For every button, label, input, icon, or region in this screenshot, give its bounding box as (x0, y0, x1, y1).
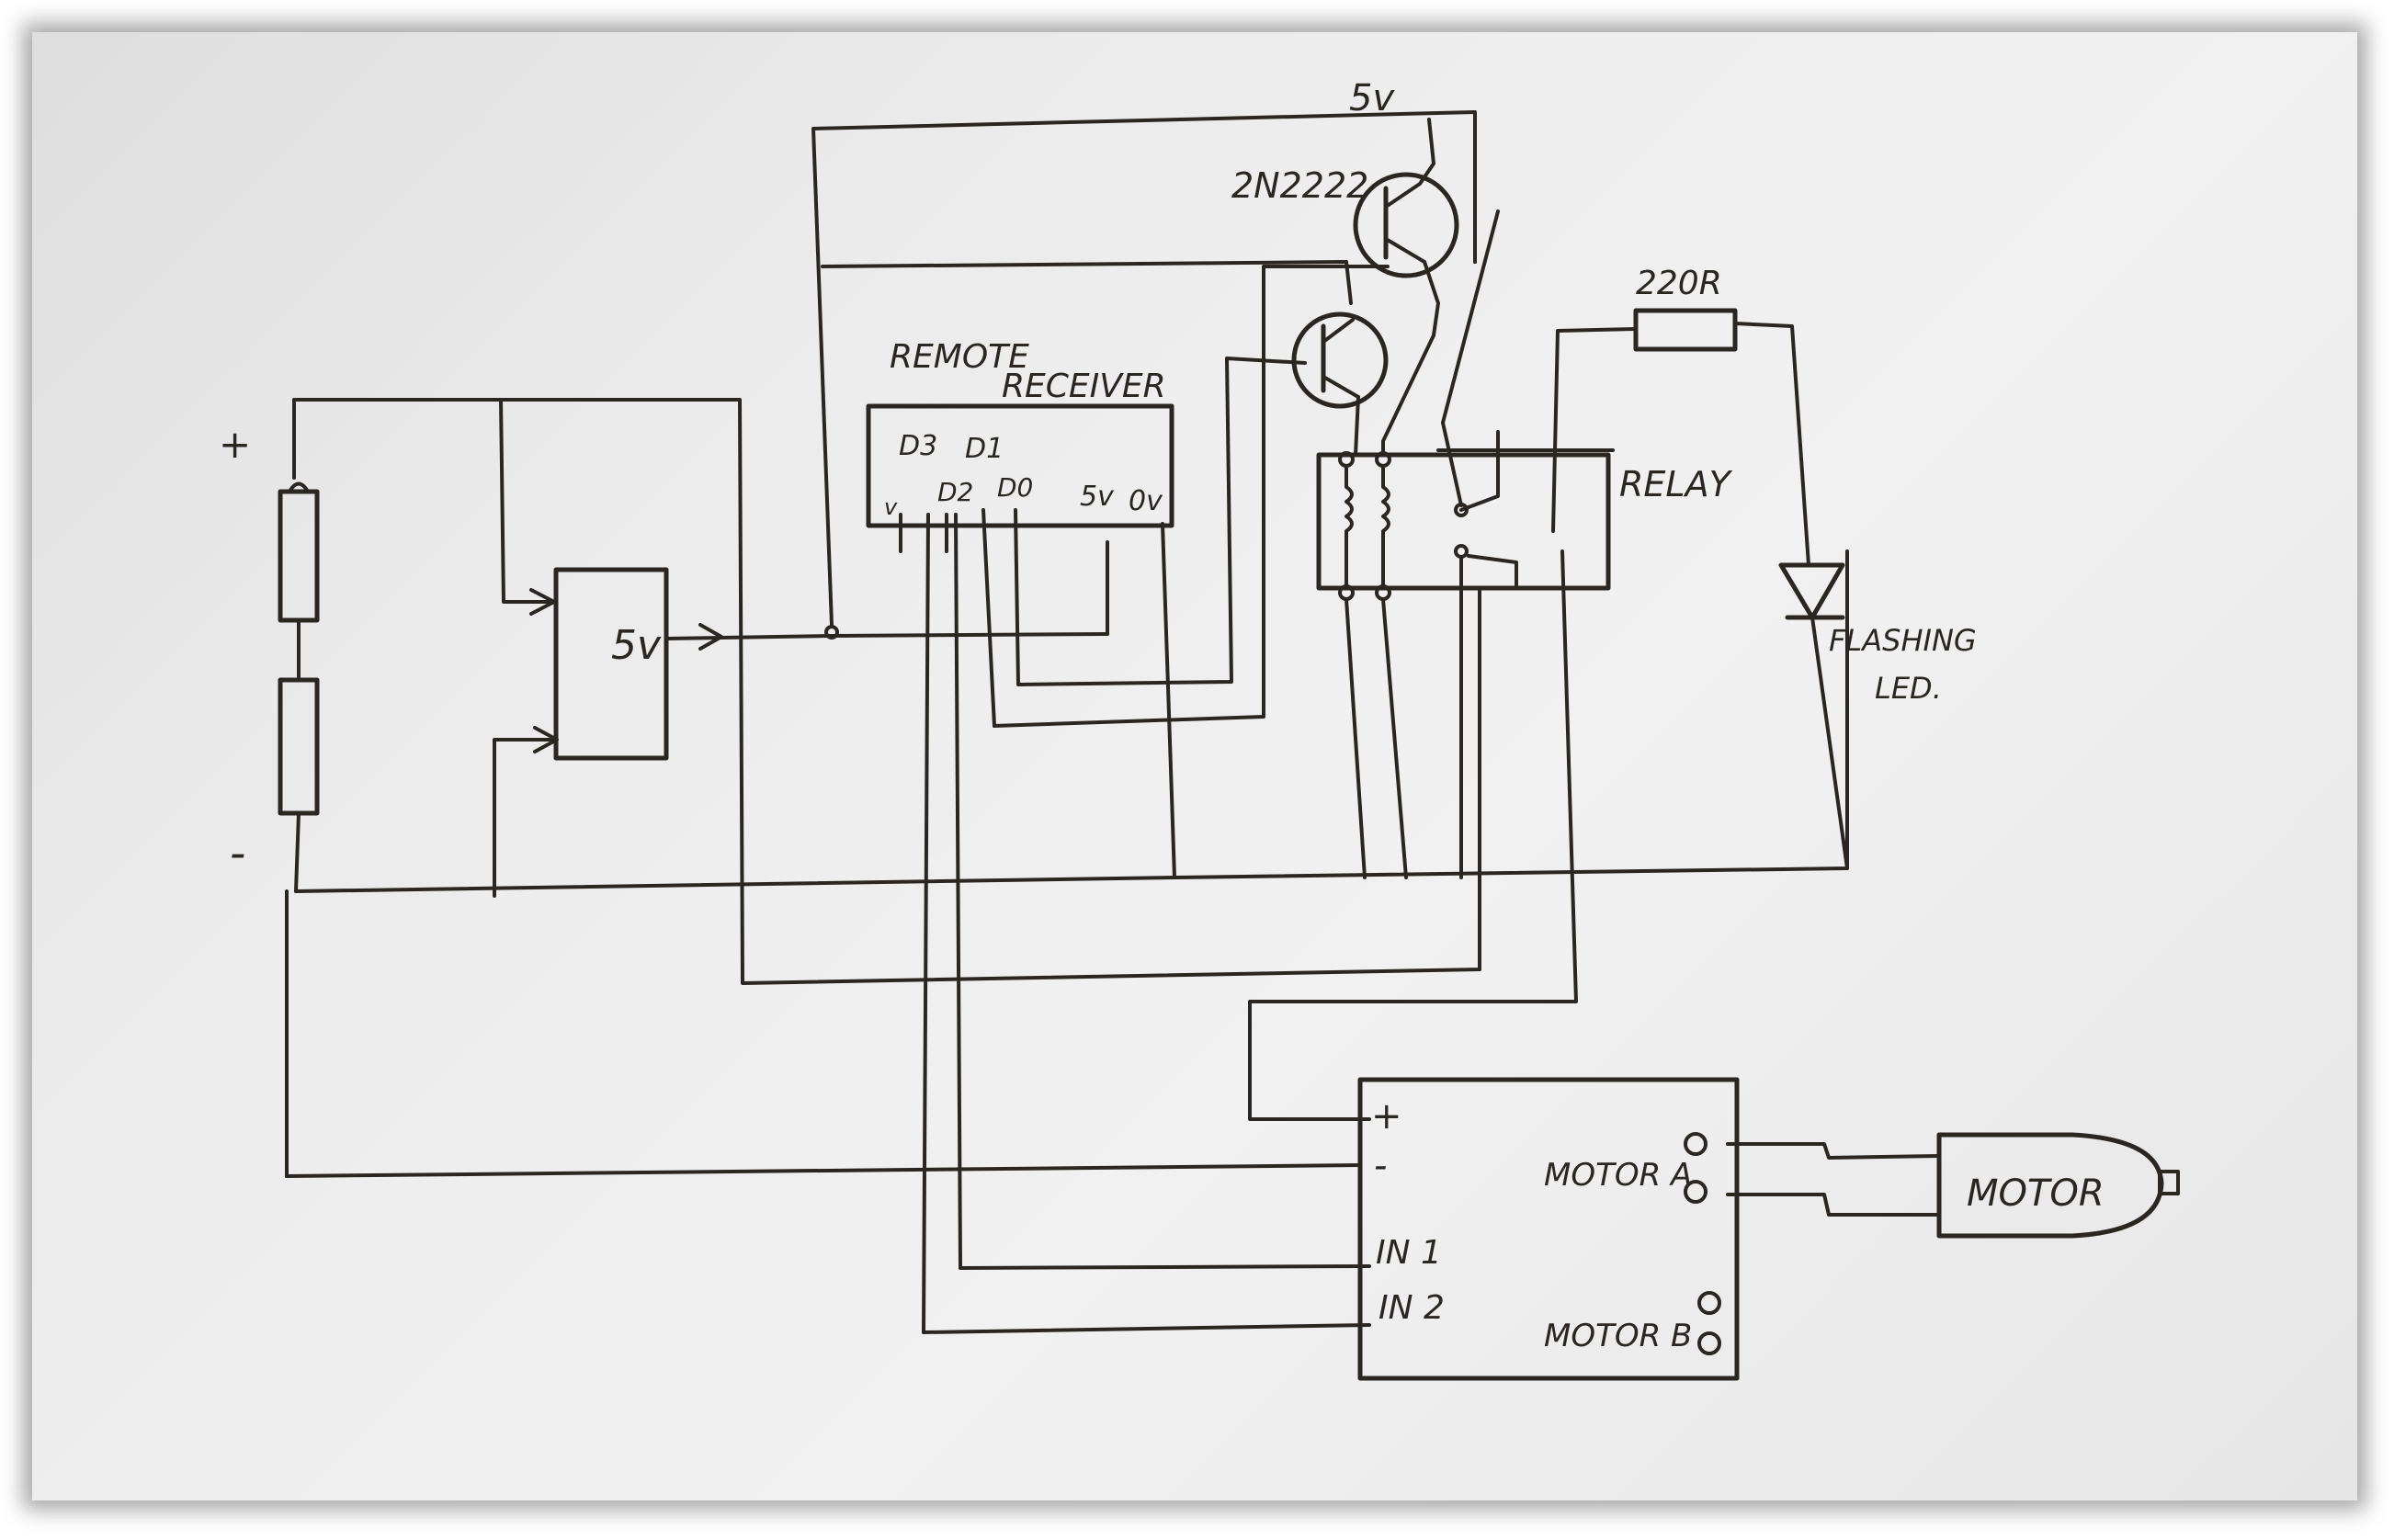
flashing-led (1778, 562, 1849, 870)
driver-in2-label: IN 2 (1379, 1289, 1445, 1327)
wire-d0-to-transistor (1016, 357, 1307, 686)
relay-switch (1441, 209, 1518, 879)
resistor-label: 220R (1636, 265, 1722, 302)
wire-5v-out (664, 634, 834, 640)
wire-5v-top-rail (811, 110, 1477, 627)
wire-ground-rail (294, 549, 1849, 893)
receiver-title-1: REMOTE (890, 338, 1029, 376)
paper-sheet (32, 32, 2357, 1500)
wire-ground-to-driver (285, 1163, 1362, 1178)
driver-motora-label: MOTOR A (1544, 1157, 1692, 1194)
regulator-5v (553, 567, 669, 761)
motor-driver (1357, 1077, 1740, 1381)
pin-d3-label: D3 (899, 430, 937, 462)
wire-transistor-to-coil (1381, 334, 1435, 457)
wire-resistor-to-led (1733, 322, 1810, 567)
driver-motorb-label: MOTOR B (1544, 1318, 1692, 1354)
battery-pack (278, 398, 320, 893)
wire-motor-a2 (1726, 1193, 1941, 1217)
pin-v-label: v (884, 494, 898, 520)
wire-reg-input-1 (499, 398, 553, 604)
led-label-1: FLASHING (1829, 623, 1977, 658)
pin-d2-label: D2 (937, 477, 973, 507)
wire-in1 (959, 1264, 1371, 1270)
junction-dot (824, 625, 839, 640)
resistor-220r (1633, 308, 1738, 352)
relay-coils (1338, 451, 1408, 879)
pin-d1-label: D1 (965, 433, 1004, 465)
relay-label: RELAY (1619, 464, 1733, 504)
battery-minus-label: - (230, 828, 245, 879)
transistor-label: 2N2222 (1231, 165, 1368, 206)
driver-plus-label: + (1371, 1095, 1402, 1138)
remote-receiver (866, 403, 1174, 528)
driver-minus-label: - (1374, 1145, 1387, 1187)
wire-d1-to-transistor (993, 265, 1390, 728)
wire-relay-to-driver-plus (1248, 549, 1578, 1121)
wire-motor-a1 (1726, 1142, 1941, 1160)
wire-battery-positive (292, 398, 1481, 985)
battery-plus-label: + (219, 422, 251, 467)
transistor-upper (1353, 118, 1459, 337)
receiver-title-2: RECEIVER (1002, 368, 1166, 405)
top-5v-label: 5v (1349, 77, 1395, 119)
relay-body (1316, 452, 1611, 591)
wire-in2 (922, 1323, 1371, 1334)
led-label-2: LED. (1875, 671, 1942, 706)
wire-relay-to-resistor (1551, 327, 1638, 533)
motor-label: MOTOR (1967, 1172, 2105, 1215)
battery-cell-top (278, 489, 320, 623)
battery-cell-bottom (278, 677, 320, 816)
driver-terminals (1684, 1132, 1721, 1355)
wire-5v-to-transistor (821, 260, 1353, 305)
pin-0v-label: 0v (1129, 485, 1163, 517)
motor (1936, 1132, 2180, 1239)
driver-in1-label: IN 1 (1376, 1234, 1442, 1272)
regulator-label: 5v (611, 622, 662, 669)
receiver-pins (899, 508, 1176, 1334)
transistor-lower (1291, 311, 1389, 457)
pin-d0-label: D0 (997, 472, 1033, 503)
pin-5v-label: 5v (1080, 481, 1115, 513)
wire-reg-input-2 (493, 738, 558, 898)
